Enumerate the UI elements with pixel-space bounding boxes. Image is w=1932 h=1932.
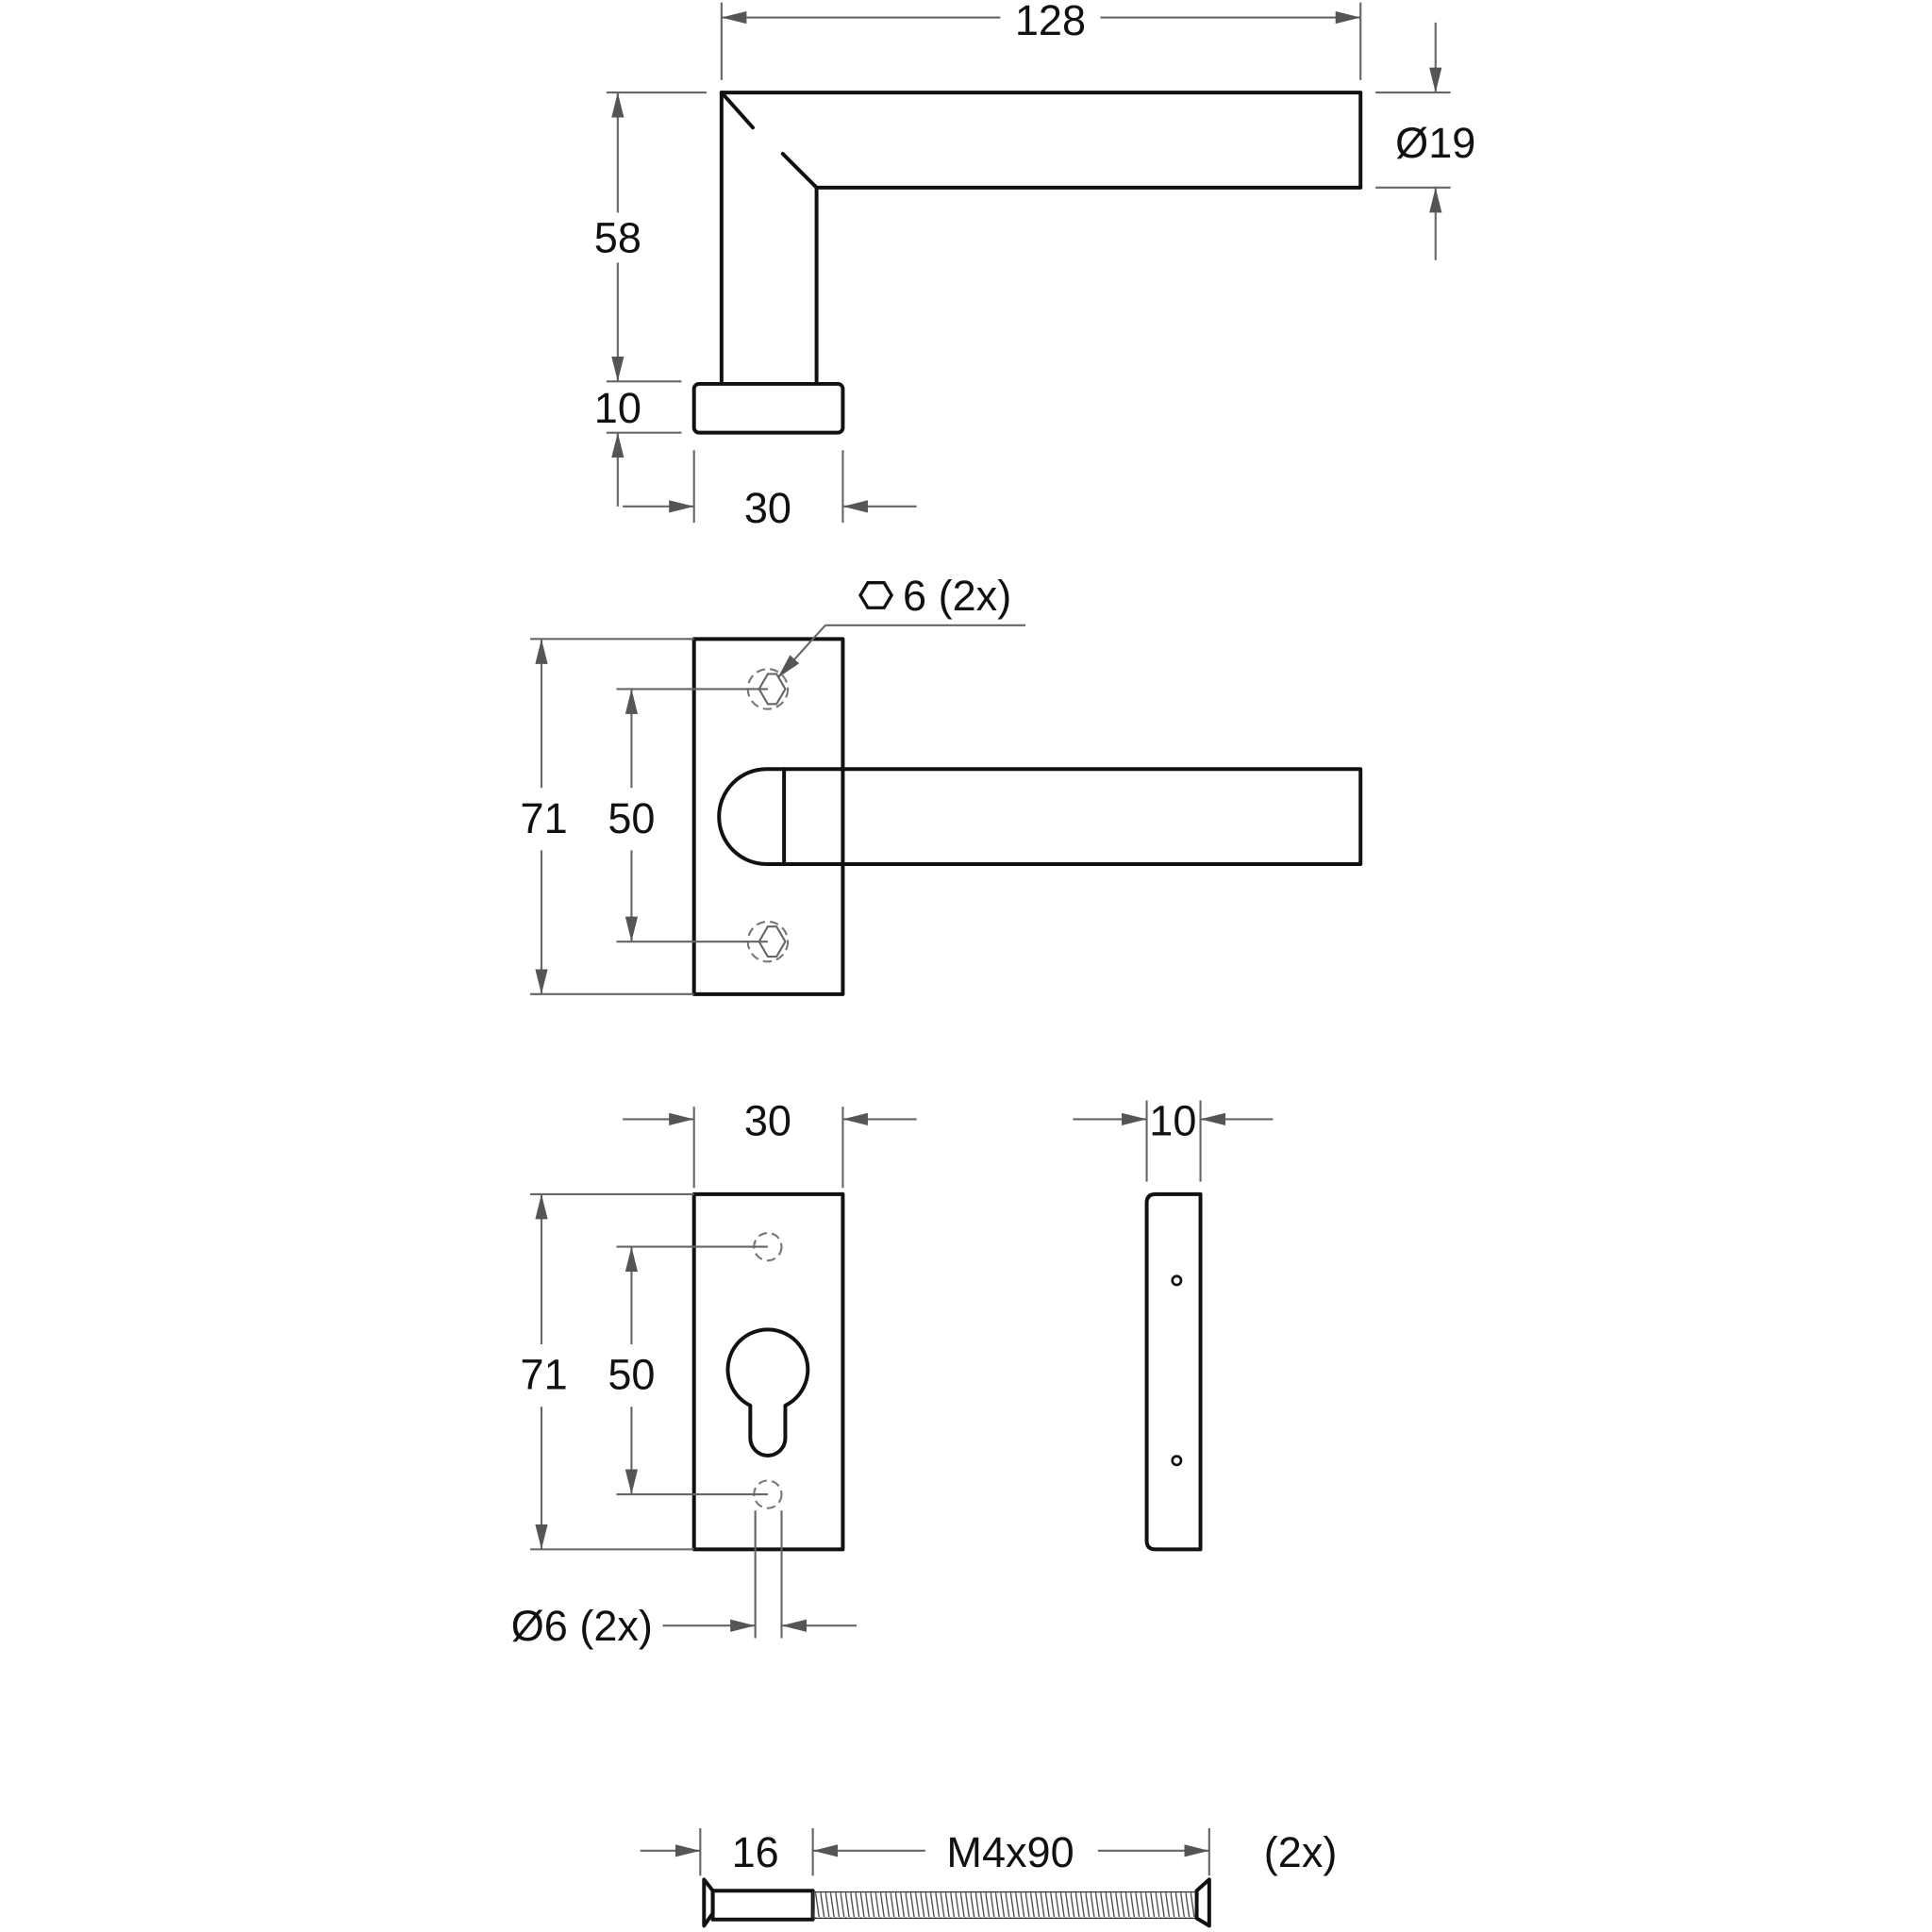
screw-thread [811,1890,1198,1920]
handle-front-view: 6 (2x) 71 50 [521,572,1363,996]
dim-thread-m4x90: M4x90 [946,1828,1074,1876]
screw-quantity: (2x) [1264,1828,1338,1876]
lever-outline [719,91,1363,384]
escutcheon-plate [691,1191,845,1552]
escutcheon-side-outline [1144,1191,1203,1552]
dim-rosette-width-30: 30 [744,484,791,532]
dim-sleeve-16: 16 [732,1828,779,1876]
dim-diameter-19: Ø19 [1395,119,1475,167]
rosette-outline [691,381,845,435]
miter-line [719,91,755,130]
cylinder-keyhole [725,1327,810,1457]
hex-icon [858,581,894,609]
screw-view: 16 M4x90 (2x) [640,1827,1338,1928]
dim-plate-height-71: 71 [521,1351,568,1399]
dim-height-58: 58 [594,214,641,262]
miter-line [780,152,819,190]
hex-callout: 6 (2x) [776,572,1025,679]
rosette-plate [691,637,845,996]
screw-hole-bottom [1171,1455,1183,1467]
dim-hole-spacing-50: 50 [608,794,655,842]
dim-length-128: 128 [1015,0,1086,44]
dim-plate-height-71: 71 [521,794,568,842]
escutcheon-side-view: 10 [1073,1097,1274,1552]
handle-side-view: 128 Ø19 58 10 30 [594,0,1476,532]
dim-rosette-height-10: 10 [594,384,641,432]
dim-hole-spacing-50: 50 [608,1351,655,1399]
dim-thickness-10: 10 [1149,1097,1196,1145]
screw-hole-top [1171,1274,1183,1287]
dim-plate-width-30: 30 [744,1097,791,1145]
dim-hole-diameter-6: Ø6 (2x) [511,1602,653,1650]
escutcheon-front-view: 30 71 50 Ø6 (2x) [511,1097,917,1650]
screw-head-right [1194,1877,1211,1928]
screw-sleeve [710,1889,815,1922]
hex-size-label: 6 (2x) [903,572,1011,620]
lever-front-outline [717,767,1363,866]
